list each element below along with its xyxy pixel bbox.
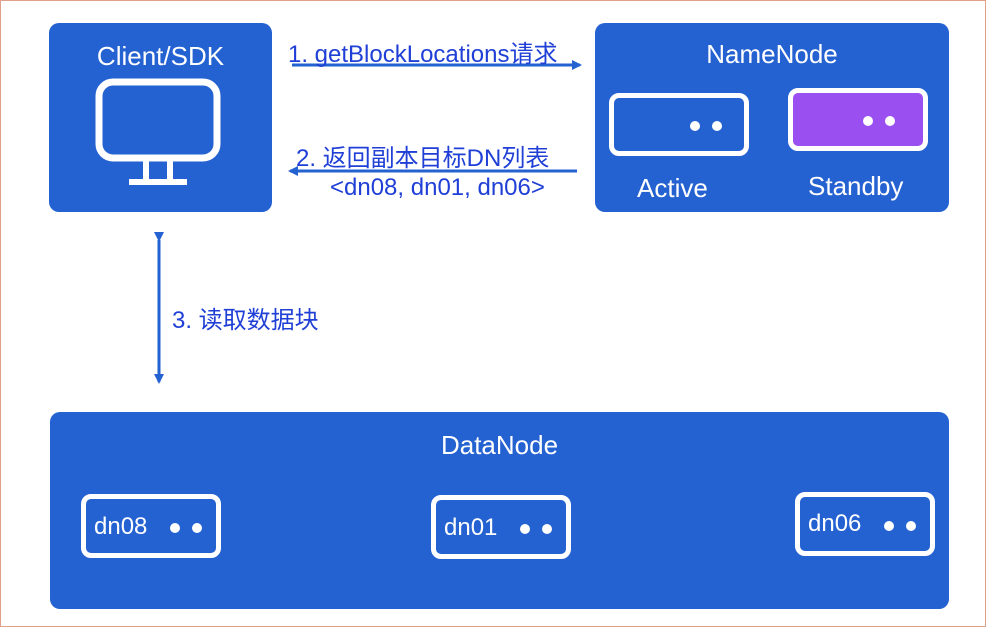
datanode-server-dn08: dn08 [81, 494, 221, 558]
server-dot [170, 523, 180, 533]
server-dot [885, 116, 895, 126]
datanode-title: DataNode [440, 430, 559, 460]
datanode-label: dn08 [94, 513, 148, 540]
server-dot [542, 524, 552, 534]
server-dot [520, 524, 530, 534]
monitor-icon [95, 78, 221, 185]
standby-label: Standby [808, 171, 904, 201]
server-dot [906, 521, 916, 531]
namenode-panel: NameNode Active Standby [595, 23, 949, 212]
server-dot [690, 121, 700, 131]
server-dot [863, 116, 873, 126]
step2-label: 2. 返回副本目标DN列表 [296, 145, 550, 172]
client-title: Client/SDK [96, 41, 225, 71]
client-panel: Client/SDK [49, 23, 272, 212]
step2-list: <dn08, dn01, dn06> [330, 174, 545, 201]
datanode-label: dn06 [808, 510, 862, 537]
datanode-server-dn06: dn06 [795, 492, 935, 556]
active-server [609, 93, 749, 156]
datanode-label: dn01 [444, 514, 498, 541]
standby-server [788, 88, 928, 151]
datanode-server-dn01: dn01 [431, 495, 571, 559]
step3-label: 3. 读取数据块 [172, 307, 319, 334]
server-dot [884, 521, 894, 531]
active-label: Active [637, 173, 708, 203]
step1-label: 1. getBlockLocations请求 [288, 41, 558, 68]
namenode-title: NameNode [706, 39, 838, 69]
datanode-panel: DataNode dn08 dn01 dn06 [50, 412, 949, 609]
server-dot [192, 523, 202, 533]
server-dot [712, 121, 722, 131]
